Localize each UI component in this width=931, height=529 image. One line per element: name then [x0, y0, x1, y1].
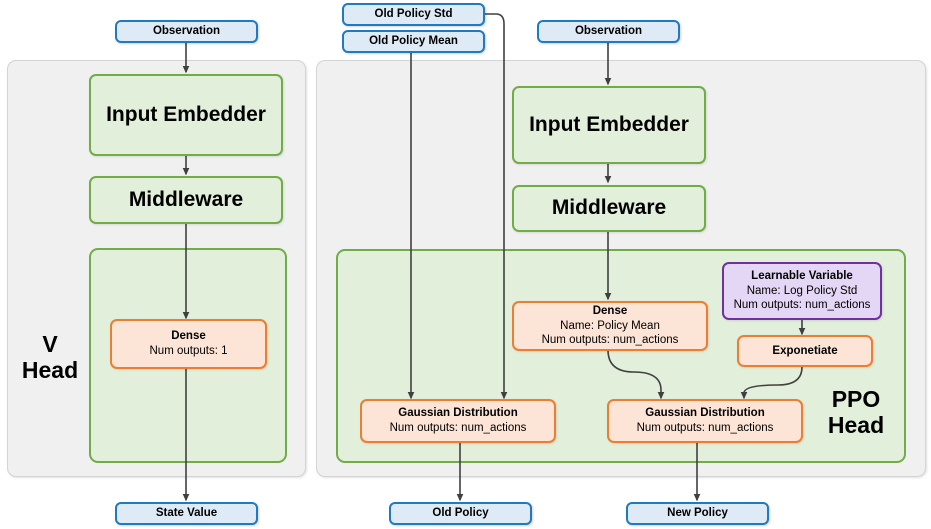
ppo-dense-name: Name: Policy Mean [560, 319, 660, 332]
ppo-head-group-label: PPO Head [817, 386, 895, 439]
new-policy-output-label: New Policy [667, 507, 728, 520]
v-head-observation-input[interactable]: Observation [115, 20, 258, 43]
old-policy-std-input[interactable]: Old Policy Std [342, 3, 485, 26]
old-policy-output-label: Old Policy [432, 507, 489, 520]
ppo-head-group-label-line2: Head [827, 412, 885, 439]
gaussian-new-num-outputs: Num outputs: num_actions [636, 422, 774, 434]
ppo-dense-num-outputs: Num outputs: num_actions [541, 334, 679, 347]
v-head-dense-block[interactable]: Dense Num outputs: 1 [110, 319, 267, 369]
exponetiate-title: Exponetiate [772, 344, 838, 357]
ppo-head-observation-label: Observation [574, 25, 643, 38]
ppo-head-middleware-block[interactable]: Middleware [512, 185, 706, 232]
ppo-head-input-embedder-label: Input Embedder [529, 112, 689, 136]
v-head-middleware-label: Middleware [128, 187, 244, 211]
ppo-head-input-embedder-block[interactable]: Input Embedder [512, 86, 706, 164]
old-policy-mean-label: Old Policy Mean [369, 35, 458, 48]
v-head-dense-title: Dense [171, 330, 206, 343]
ppo-head-group-label-line1: PPO [831, 386, 881, 412]
v-head-input-embedder-block[interactable]: Input Embedder [89, 74, 283, 156]
v-head-group-label-line1: V [42, 331, 58, 357]
ppo-head-middleware-label: Middleware [551, 196, 667, 220]
v-head-input-embedder-label: Input Embedder [106, 102, 266, 126]
gaussian-distribution-new-block[interactable]: Gaussian Distribution Num outputs: num_a… [607, 399, 803, 443]
ppo-head-observation-input[interactable]: Observation [537, 20, 680, 43]
learnable-variable-name: Name: Log Policy Std [746, 284, 858, 297]
new-policy-output[interactable]: New Policy [626, 502, 769, 525]
v-head-state-value-output[interactable]: State Value [115, 502, 258, 525]
exponetiate-block[interactable]: Exponetiate [737, 335, 873, 367]
v-head-dense-num-outputs: Num outputs: 1 [149, 345, 228, 357]
learnable-variable-num-outputs: Num outputs: num_actions [733, 299, 871, 312]
v-head-group-label-line2: Head [21, 357, 79, 384]
v-head-middleware-block[interactable]: Middleware [89, 176, 283, 224]
v-head-group-label: V Head [12, 331, 88, 384]
ppo-dense-title: Dense [592, 304, 628, 317]
v-head-observation-label: Observation [152, 25, 221, 38]
ppo-dense-policy-mean-block[interactable]: Dense Name: Policy Mean Num outputs: num… [512, 301, 708, 351]
gaussian-old-num-outputs: Num outputs: num_actions [389, 422, 527, 434]
old-policy-output[interactable]: Old Policy [389, 502, 532, 525]
old-policy-mean-input[interactable]: Old Policy Mean [342, 30, 485, 53]
gaussian-old-title: Gaussian Distribution [398, 407, 518, 420]
old-policy-std-label: Old Policy Std [374, 8, 453, 21]
learnable-variable-title: Learnable Variable [751, 269, 853, 282]
gaussian-new-title: Gaussian Distribution [645, 407, 765, 420]
gaussian-distribution-old-block[interactable]: Gaussian Distribution Num outputs: num_a… [360, 399, 556, 443]
v-head-state-value-label: State Value [155, 507, 218, 520]
learnable-variable-block[interactable]: Learnable Variable Name: Log Policy Std … [722, 262, 882, 320]
